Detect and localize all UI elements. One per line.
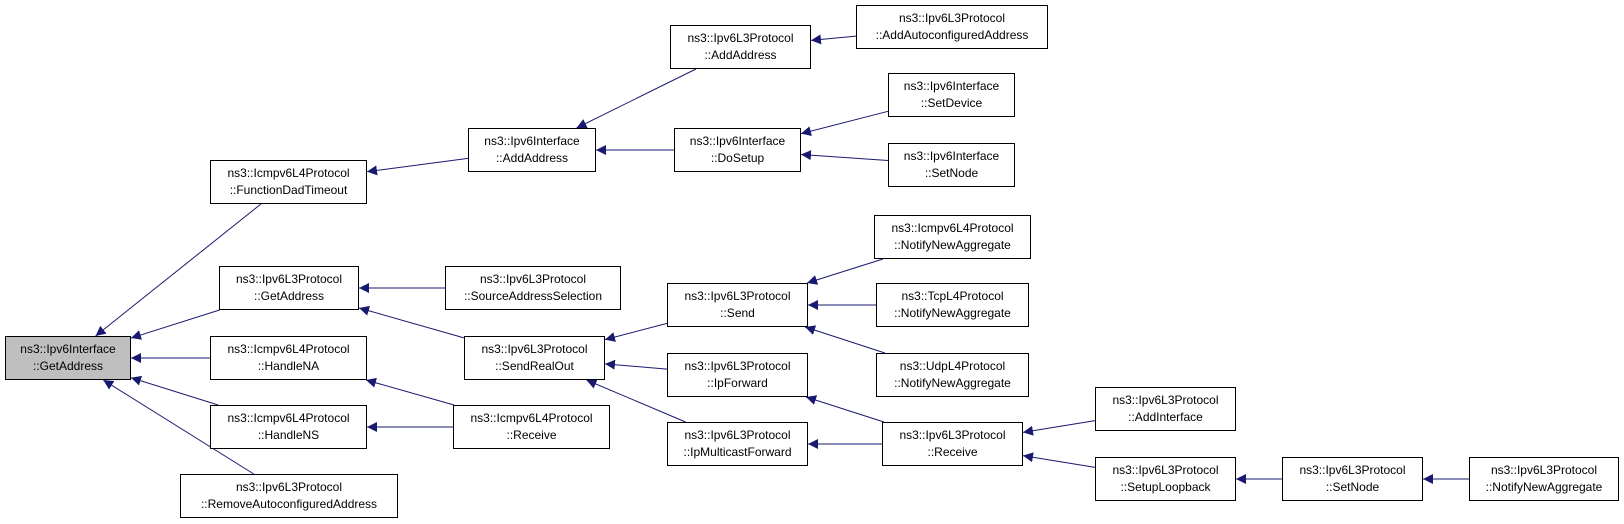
node-label-line1: ns3::Ipv6L3Protocol xyxy=(1490,463,1598,477)
graph-node-l3addaddr[interactable]: ns3::Ipv6L3Protocol::AddAddress xyxy=(670,25,811,69)
node-label-line1: ns3::Ipv6L3Protocol xyxy=(479,272,587,286)
node-label-line1: ns3::Ipv6L3Protocol xyxy=(481,342,588,356)
edge-raa-to-root xyxy=(102,379,255,475)
node-label-line2: ::NotifyNewAggregate xyxy=(894,376,1011,390)
graph-node-setnode-if[interactable]: ns3::Ipv6Interface::SetNode xyxy=(888,143,1015,187)
node-label-line1: ns3::Ipv6L3Protocol xyxy=(898,11,1006,25)
graph-node-ifaddr[interactable]: ns3::Ipv6Interface::AddAddress xyxy=(468,128,596,172)
graph-node-ipmfwd[interactable]: ns3::Ipv6L3Protocol::IpMulticastForward xyxy=(667,422,808,466)
node-label-line2: ::Receive xyxy=(506,428,557,442)
graph-node-aaa[interactable]: ns3::Ipv6L3Protocol::AddAutoconfiguredAd… xyxy=(856,5,1048,49)
node-label-line2: ::Receive xyxy=(927,445,978,459)
node-label-line1: ns3::Icmpv6L4Protocol xyxy=(227,342,350,356)
node-label-line2: ::SetDevice xyxy=(920,96,983,110)
node-label-line2: ::NotifyNewAggregate xyxy=(894,238,1011,252)
graph-node-setuplb[interactable]: ns3::Ipv6L3Protocol::SetupLoopback xyxy=(1095,457,1236,501)
node-label-line1: ns3::Ipv6Interface xyxy=(689,134,786,148)
node-label-line2: ::HandleNS xyxy=(257,428,320,442)
graph-node-fdt[interactable]: ns3::Icmpv6L4Protocol::FunctionDadTimeou… xyxy=(210,160,367,204)
graph-node-sro[interactable]: ns3::Ipv6L3Protocol::SendRealOut xyxy=(464,336,605,380)
node-label-line1: ns3::Ipv6L3Protocol xyxy=(235,480,343,494)
node-label-line1: ns3::Ipv6L3Protocol xyxy=(687,31,794,45)
node-label-line2: ::GetAddress xyxy=(253,289,325,303)
graph-node-udpnna[interactable]: ns3::UdpL4Protocol::NotifyNewAggregate xyxy=(876,353,1029,397)
node-label-line1: ns3::Ipv6L3Protocol xyxy=(684,359,791,373)
graph-node-root[interactable]: ns3::Ipv6Interface::GetAddress xyxy=(5,336,131,380)
node-label-line2: ::Send xyxy=(720,306,755,320)
graph-node-ipfwd[interactable]: ns3::Ipv6L3Protocol::IpForward xyxy=(667,353,808,397)
node-label-line2: ::IpForward xyxy=(707,376,768,390)
edge-setnode-if-to-dosetup xyxy=(800,150,889,162)
edge-icnna-to-send xyxy=(806,258,884,285)
node-label-line1: ns3::Ipv6L3Protocol xyxy=(899,428,1006,442)
node-label-line2: ::NotifyNewAggregate xyxy=(1485,480,1603,494)
node-label-line1: ns3::Icmpv6L4Protocol xyxy=(227,411,350,425)
graph-node-l3recv[interactable]: ns3::Ipv6L3Protocol::Receive xyxy=(882,422,1023,466)
edge-l3addaddr-to-ifaddr xyxy=(576,68,697,129)
graph-node-ga[interactable]: ns3::Ipv6L3Protocol::GetAddress xyxy=(219,266,359,310)
node-label-line1: ns3::Ipv6Interface xyxy=(903,149,1000,163)
node-label-line2: ::SetNode xyxy=(1325,480,1380,494)
graph-node-icnna[interactable]: ns3::Icmpv6L4Protocol::NotifyNewAggregat… xyxy=(874,215,1031,259)
node-label-line1: ns3::Icmpv6L4Protocol xyxy=(227,166,350,180)
node-label-line1: ns3::Ipv6L3Protocol xyxy=(1112,463,1219,477)
graph-node-dosetup[interactable]: ns3::Ipv6Interface::DoSetup xyxy=(674,128,801,172)
edge-addif-to-l3recv xyxy=(1022,420,1096,436)
edge-ipfwd-to-sro xyxy=(604,359,668,370)
node-label-line2: ::SendRealOut xyxy=(495,359,574,373)
graph-node-addif[interactable]: ns3::Ipv6L3Protocol::AddInterface xyxy=(1095,387,1236,431)
graph-node-hns[interactable]: ns3::Icmpv6L4Protocol::HandleNS xyxy=(210,405,367,449)
edge-ga-to-root xyxy=(130,309,220,340)
node-label-line2: ::HandleNA xyxy=(257,359,320,373)
node-label-line2: ::RemoveAutoconfiguredAddress xyxy=(200,497,378,511)
graph-node-l3nna[interactable]: ns3::Ipv6L3Protocol::NotifyNewAggregate xyxy=(1469,457,1619,501)
node-label-line2: ::SetupLoopback xyxy=(1120,480,1211,494)
node-label-line2: ::AddAutoconfiguredAddress xyxy=(875,28,1029,42)
edge-l3recv-to-ipfwd xyxy=(805,395,885,423)
node-label-line1: ns3::Ipv6Interface xyxy=(20,342,116,356)
node-label-line2: ::IpMulticastForward xyxy=(683,445,792,459)
node-label-line2: ::AddAddress xyxy=(704,48,777,62)
node-label-line2: ::DoSetup xyxy=(710,151,765,165)
edge-ifaddr-to-fdt xyxy=(366,157,469,176)
graph-node-send[interactable]: ns3::Ipv6L3Protocol::Send xyxy=(667,283,808,327)
node-label-line1: ns3::TcpL4Protocol xyxy=(901,289,1004,303)
edge-fdt-to-root xyxy=(95,203,262,337)
edge-setuplb-to-l3recv xyxy=(1022,452,1096,468)
graph-node-tcpnna[interactable]: ns3::TcpL4Protocol::NotifyNewAggregate xyxy=(876,283,1029,327)
edge-ipmfwd-to-sro xyxy=(586,379,686,423)
node-label-line1: ns3::Ipv6L3Protocol xyxy=(684,289,791,303)
node-label-line1: ns3::Ipv6L3Protocol xyxy=(1299,463,1406,477)
edge-aaa-to-l3addaddr xyxy=(810,34,857,45)
node-label-line2: ::SourceAddressSelection xyxy=(463,289,603,303)
edge-sro-to-ga xyxy=(358,305,465,339)
node-label-line2: ::FunctionDadTimeout xyxy=(229,183,348,197)
node-label-line1: ns3::UdpL4Protocol xyxy=(899,359,1006,373)
node-label-line1: ns3::Ipv6Interface xyxy=(903,79,1000,93)
node-label-line2: ::NotifyNewAggregate xyxy=(894,306,1011,320)
edge-setdev-to-dosetup xyxy=(800,110,889,137)
graph-node-hna[interactable]: ns3::Icmpv6L4Protocol::HandleNA xyxy=(210,336,367,380)
edge-send-to-sro xyxy=(604,322,668,342)
node-label-line1: ns3::Icmpv6L4Protocol xyxy=(891,221,1014,235)
edge-hns-to-root xyxy=(130,375,219,406)
node-label-line1: ns3::Icmpv6L4Protocol xyxy=(470,411,593,425)
node-label-line2: ::AddInterface xyxy=(1128,410,1203,424)
node-label-line1: ns3::Ipv6L3Protocol xyxy=(235,272,343,286)
graph-node-setdev[interactable]: ns3::Ipv6Interface::SetDevice xyxy=(888,73,1015,117)
edge-udpnna-to-send xyxy=(804,325,886,354)
graph-node-raa[interactable]: ns3::Ipv6L3Protocol::RemoveAutoconfigure… xyxy=(180,474,398,518)
graph-node-icrecv[interactable]: ns3::Icmpv6L4Protocol::Receive xyxy=(453,405,610,449)
node-label-line1: ns3::Ipv6L3Protocol xyxy=(684,428,791,442)
node-label-line2: ::AddAddress xyxy=(495,151,569,165)
node-label-line1: ns3::Ipv6Interface xyxy=(484,134,580,148)
edge-icrecv-to-hna xyxy=(365,377,455,406)
graph-node-l3setnode[interactable]: ns3::Ipv6L3Protocol::SetNode xyxy=(1282,457,1423,501)
node-label-line2: ::SetNode xyxy=(924,166,979,180)
node-label-line1: ns3::Ipv6L3Protocol xyxy=(1112,393,1219,407)
node-label-line2: ::GetAddress xyxy=(32,359,104,373)
graph-node-sas[interactable]: ns3::Ipv6L3Protocol::SourceAddressSelect… xyxy=(445,266,621,310)
